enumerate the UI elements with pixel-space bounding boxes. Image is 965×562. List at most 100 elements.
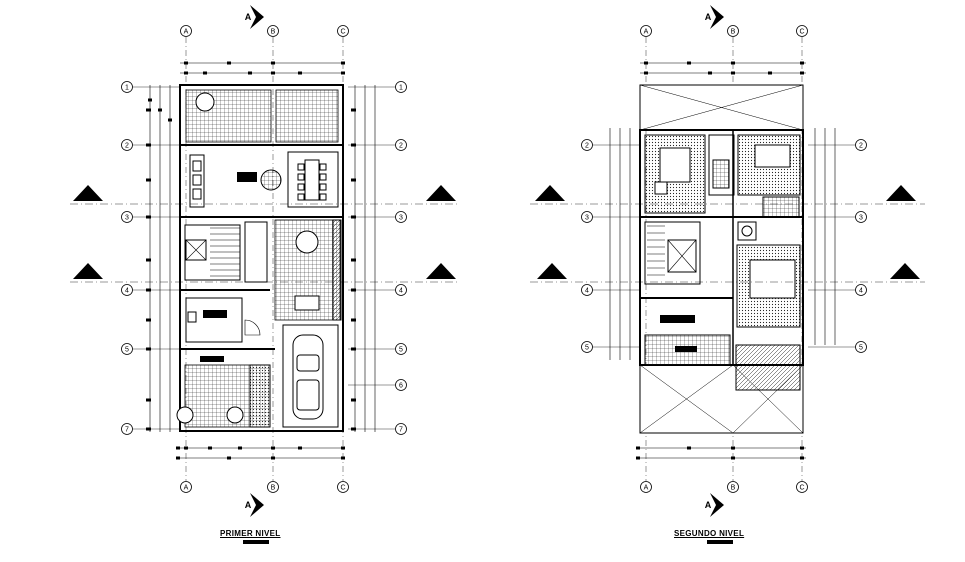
second-floor-title: SEGUNDO NIVEL xyxy=(674,529,745,538)
second-dim-bot-2-tick-2 xyxy=(800,456,804,460)
first-stair-void xyxy=(185,239,207,261)
first-dim-bot-2-tick-0 xyxy=(176,456,180,460)
second-col-axis-top-A-circle xyxy=(640,25,652,37)
first-row-axis-left-3-label: 3 xyxy=(125,215,129,222)
second-row-axis-right-5-label: 5 xyxy=(859,345,863,352)
first-col-axis-top-A-circle xyxy=(180,25,192,37)
second-dim-top-1-tick-0 xyxy=(644,61,648,65)
first-col-axis-top-B-label: B xyxy=(271,29,276,36)
first-row-axis-right-6-circle xyxy=(395,379,407,391)
first-dim-bot-1-tick-0 xyxy=(176,446,180,450)
first-section-mark-top-letter: A xyxy=(245,12,252,22)
second-master-bed xyxy=(749,259,796,299)
first-dim-bot-1-tick-6 xyxy=(341,446,345,450)
first-col-axis-top-C-circle xyxy=(337,25,349,37)
first-dim-top-2-tick-0 xyxy=(184,71,188,75)
first-dim-bot-1-tick-1 xyxy=(184,446,188,450)
first-dim-top-2-tick-2 xyxy=(248,71,252,75)
first-section-mark-b-right: B xyxy=(426,185,456,201)
first-dim-top-2-tick-5 xyxy=(341,71,345,75)
second-dim-top-2-tick-4 xyxy=(800,71,804,75)
second-row-axis-left-2-label: 2 xyxy=(585,143,589,150)
first-car xyxy=(292,334,324,420)
second-section-mark-c-right-letter: C xyxy=(902,268,909,278)
first-col-axis-top-A-label: A xyxy=(184,29,189,36)
first-row-axis-left-3-circle xyxy=(121,211,133,223)
first-dim-top-2-tick-3 xyxy=(271,71,275,75)
second-dim-bot-2-tick-1 xyxy=(731,456,735,460)
first-dining-chair-l-3 xyxy=(297,193,305,201)
first-dim-left-mark-7 xyxy=(146,347,151,351)
second-section-mark-b-right-arrow xyxy=(886,185,916,201)
first-dim-right-mark-2 xyxy=(351,178,356,182)
second-dim-bot-1-tick-0 xyxy=(636,446,640,450)
first-dim-right-mark-7 xyxy=(351,347,356,351)
first-exterior-wall xyxy=(179,84,344,432)
first-row-axis-right-6-label: 6 xyxy=(399,383,403,390)
first-dim-top-1-tick-0 xyxy=(184,61,188,65)
first-dining-table xyxy=(304,159,320,201)
first-floor-title-underline-bar xyxy=(243,540,269,544)
first-col-axis-top-C-label: C xyxy=(340,29,345,36)
first-row-axis-right-4-label: 4 xyxy=(399,288,403,295)
first-coffee-table xyxy=(237,172,257,182)
first-study-desk xyxy=(203,310,227,318)
first-row-axis-right-3-circle xyxy=(395,211,407,223)
second-dim-bot-1-tick-1 xyxy=(687,446,691,450)
second-col-axis-bottom-C-circle xyxy=(796,481,808,493)
first-dim-bot-1-tick-4 xyxy=(271,446,275,450)
second-bedroom-2-closet xyxy=(762,196,800,218)
first-dim-right-mark-5 xyxy=(351,288,356,292)
first-dim-left-0-tick-0 xyxy=(148,98,152,102)
first-back-garden-gravel xyxy=(249,364,271,428)
second-balcony-bench xyxy=(675,346,697,352)
second-dim-bot-1-tick-2 xyxy=(731,446,735,450)
first-row-axis-right-7-label: 7 xyxy=(399,427,403,434)
first-row-axis-left-7-circle xyxy=(121,423,133,435)
first-section-mark-c-left: C xyxy=(73,263,103,279)
second-bedroom-1-nightstand xyxy=(654,181,668,195)
first-row-axis-right-2-label: 2 xyxy=(399,143,403,150)
first-col-axis-bottom-B-circle xyxy=(267,481,279,493)
second-section-mark-b-left: B xyxy=(535,185,565,201)
second-section-mark-c-left-arrow xyxy=(537,263,567,279)
first-section-mark-b-right-letter: B xyxy=(438,190,445,200)
first-col-axis-bottom-B-label: B xyxy=(271,485,276,492)
first-section-mark-b-left: B xyxy=(73,185,103,201)
first-dim-right-mark-0 xyxy=(351,108,356,112)
second-section-mark-b-left-arrow xyxy=(535,185,565,201)
first-dim-right-mark-4 xyxy=(351,258,356,262)
first-dim-bot-1-tick-5 xyxy=(298,446,302,450)
first-dim-left-mark-9 xyxy=(146,427,151,431)
first-dim-left-1-tick-0 xyxy=(158,108,162,112)
first-section-mark-b-left-arrow xyxy=(73,185,103,201)
second-row-axis-right-4-circle xyxy=(855,284,867,296)
first-plant-1 xyxy=(195,92,215,112)
first-row-axis-left-5-label: 5 xyxy=(125,347,129,354)
second-col-axis-top-B-label: B xyxy=(731,29,736,36)
first-section-mark-b-left-letter: B xyxy=(85,190,92,200)
first-col-axis-bottom-C-circle xyxy=(337,481,349,493)
second-bathroom-shower xyxy=(712,159,730,189)
first-row-axis-right-5-circle xyxy=(395,343,407,355)
first-dining-chair-r-1 xyxy=(319,173,327,181)
second-dim-top-2-tick-2 xyxy=(731,71,735,75)
first-car-roof xyxy=(296,379,320,411)
first-car-windshield xyxy=(296,354,320,372)
second-bed-1 xyxy=(659,147,691,183)
first-row-axis-right-2-circle xyxy=(395,139,407,151)
second-row-axis-right-3-circle xyxy=(855,211,867,223)
first-dim-top-1-tick-3 xyxy=(341,61,345,65)
first-dining-chair-r-0 xyxy=(319,163,327,171)
second-dim-top-1-tick-3 xyxy=(800,61,804,65)
first-front-garden-right xyxy=(275,89,339,143)
first-dim-right-mark-6 xyxy=(351,318,356,322)
first-dim-left-mark-3 xyxy=(146,215,151,219)
second-dim-top-2-tick-3 xyxy=(768,71,772,75)
second-row-axis-left-5-circle xyxy=(581,341,593,353)
second-master-bath-basin xyxy=(741,225,753,237)
first-section-mark-b-right-arrow xyxy=(426,185,456,201)
first-door-swing-1 xyxy=(244,319,261,336)
second-section-mark-c-left-letter: C xyxy=(549,268,556,278)
